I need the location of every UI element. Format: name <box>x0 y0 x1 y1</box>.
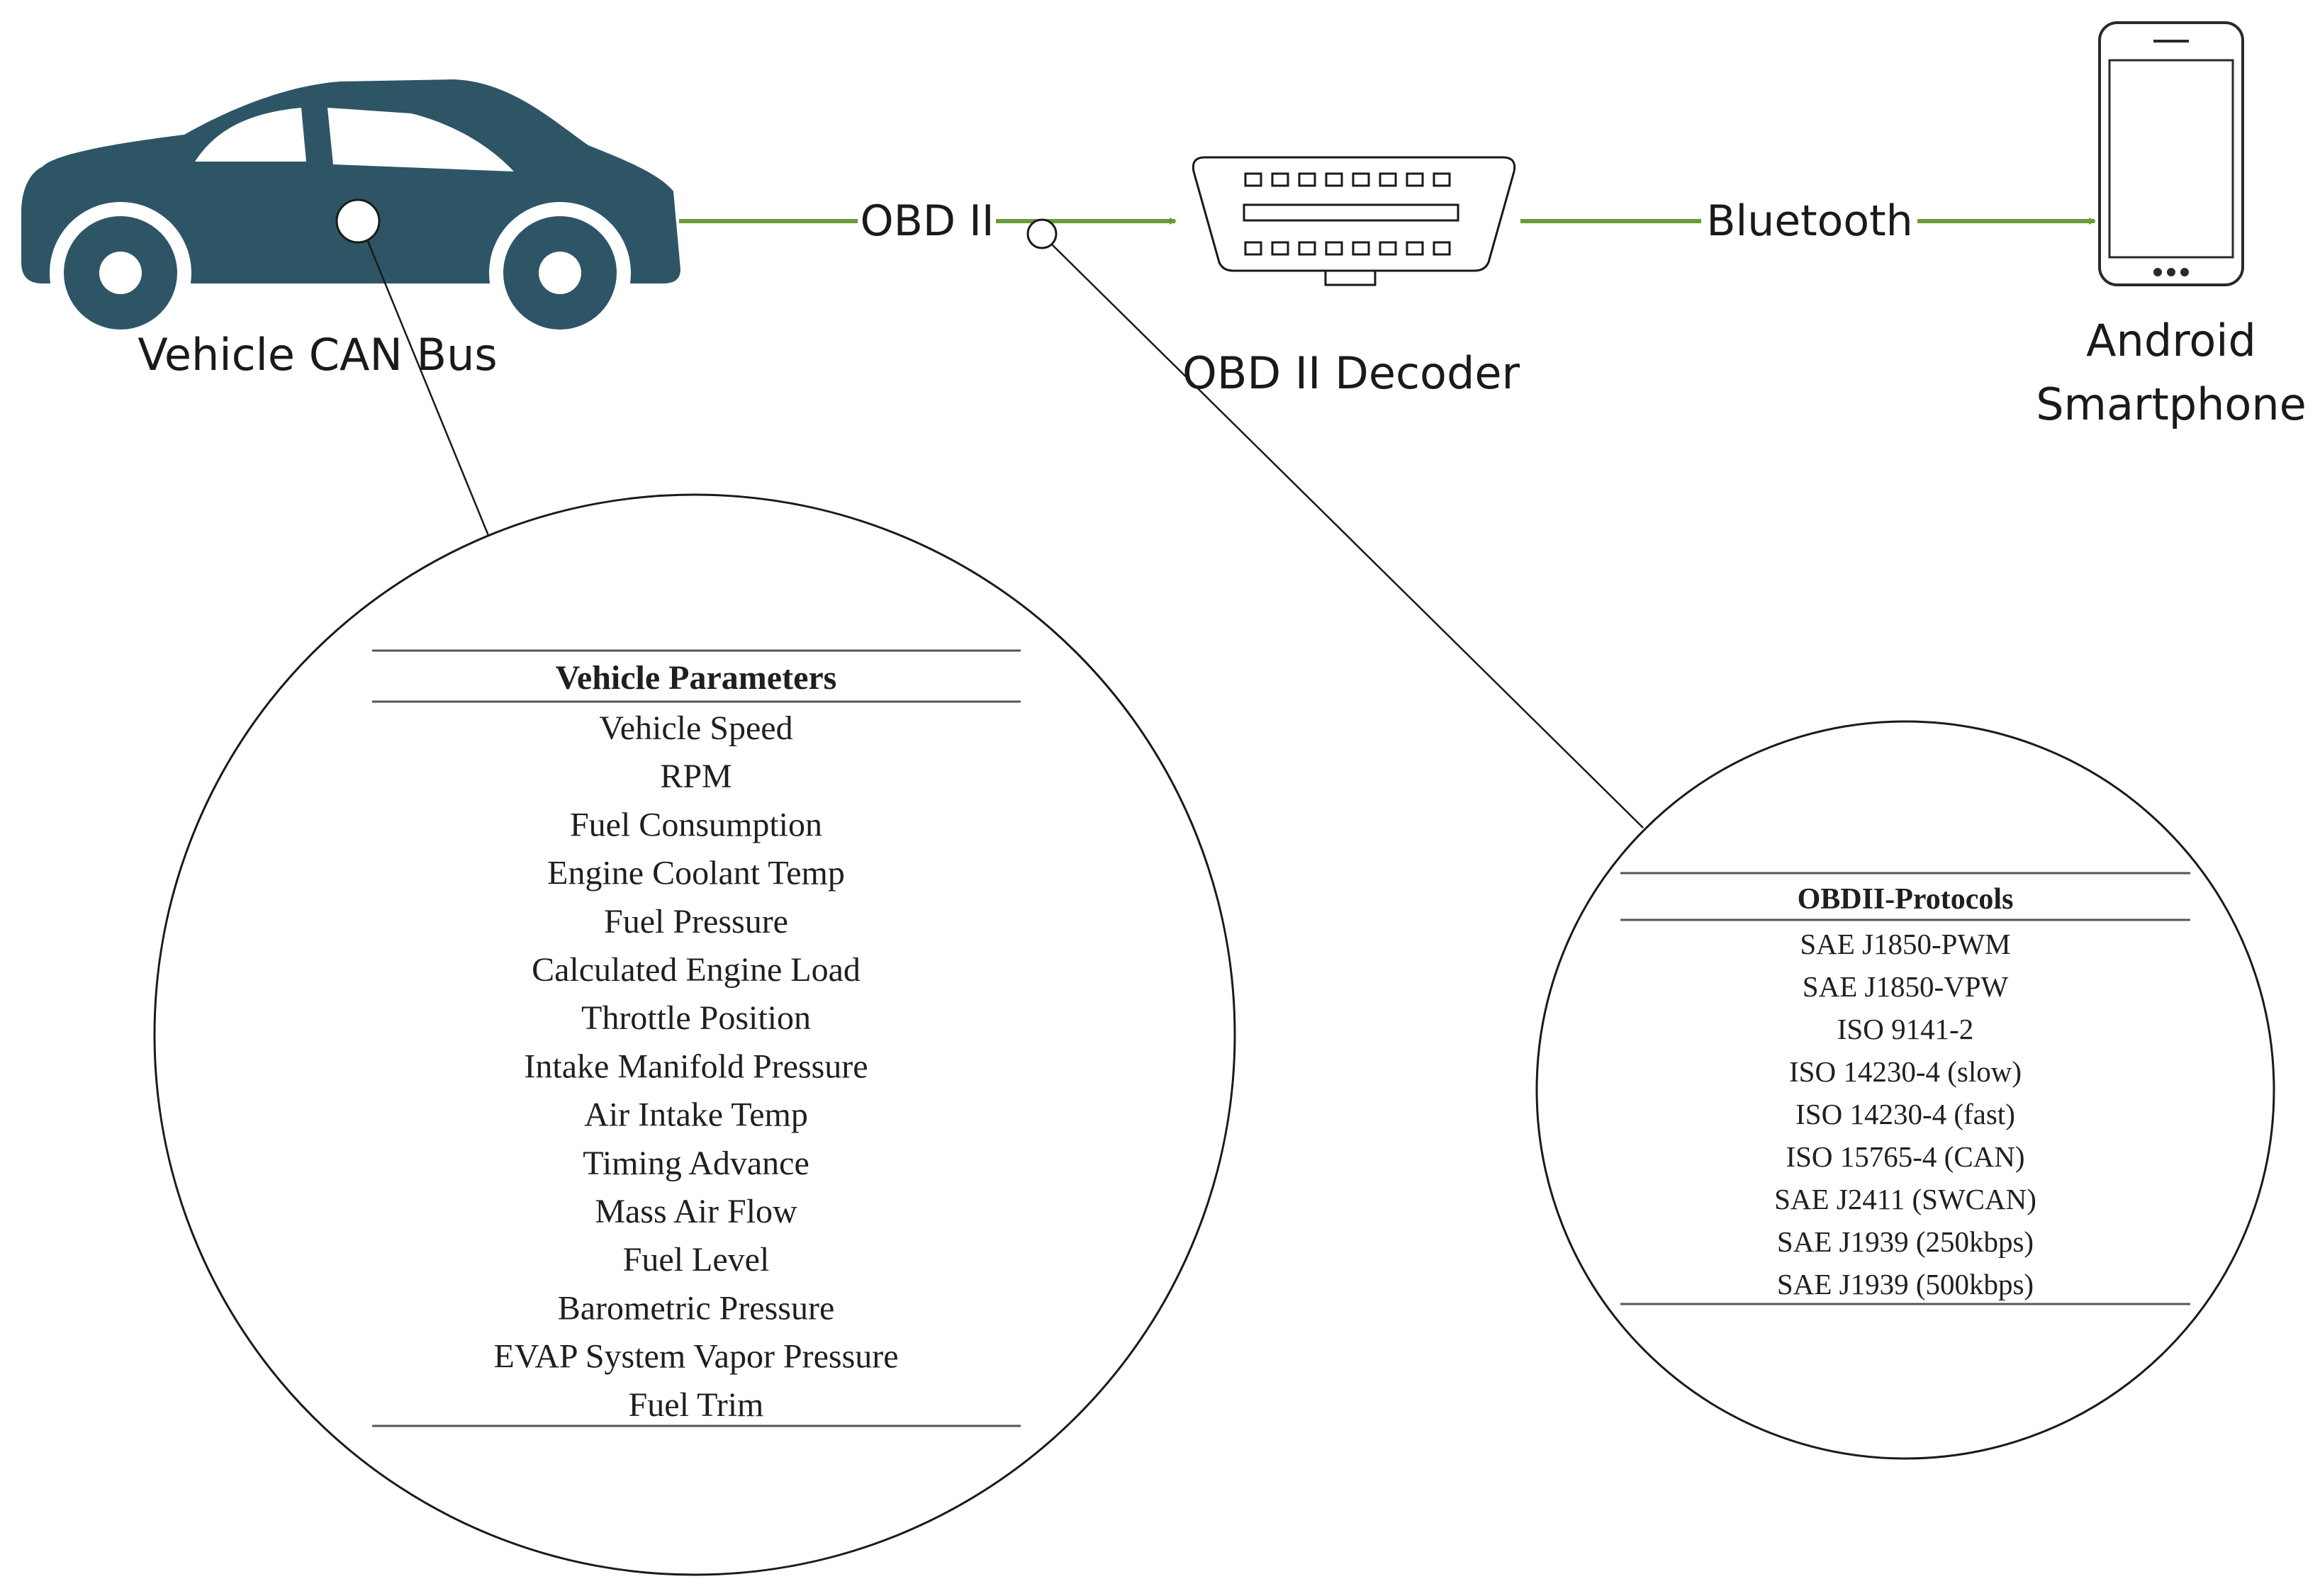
vehicle-parameter-item: Vehicle Speed <box>599 709 792 747</box>
vehicle-label: Vehicle CAN Bus <box>138 329 497 381</box>
obd-protocol-item: SAE J1939 (500kbps) <box>1777 1268 2034 1300</box>
obd-tap-node <box>1026 218 1058 249</box>
vehicle-parameter-item: Fuel Consumption <box>570 806 822 843</box>
connector-pin <box>1352 172 1370 187</box>
obd-protocol-item: ISO 14230-4 (slow) <box>1789 1055 2022 1088</box>
connector-pin <box>1379 172 1397 187</box>
vehicle-parameter-item: Calculated Engine Load <box>532 951 861 989</box>
obd-link-label: OBD II <box>860 196 994 246</box>
connector-pin <box>1271 172 1289 187</box>
connector-pin <box>1433 241 1451 256</box>
vehicle-parameter-item: RPM <box>660 758 732 795</box>
obd-protocol-item: SAE J1939 (250kbps) <box>1777 1225 2034 1258</box>
vehicle-parameter-item: Intake Manifold Pressure <box>524 1047 868 1085</box>
decoder-label: OBD II Decoder <box>1182 347 1520 399</box>
vehicle-parameter-item: Fuel Trim <box>629 1386 764 1424</box>
connector-pin <box>1406 241 1424 256</box>
obd-protocols-list: SAE J1850-PWM SAE J1850-VPW ISO 9141-2ISO … <box>1774 928 2036 1300</box>
obd-protocol-item: ISO 15765-4 (CAN) <box>1786 1140 2024 1173</box>
obd-protocol-item: SAE J1850-PWM <box>1800 928 2010 960</box>
connector-pin <box>1298 241 1316 256</box>
connector-pin <box>1406 172 1424 187</box>
vehicle-parameter-item: EVAP System Vapor Pressure <box>493 1338 898 1376</box>
obd-protocol-item: ISO 14230-4 (fast) <box>1795 1098 2015 1130</box>
vehicle-parameter-item: Barometric Pressure <box>558 1289 835 1327</box>
phone-label-line1: Android <box>2086 315 2256 366</box>
vehicle-parameter-item: Air Intake Temp <box>584 1096 808 1134</box>
obd-connector-icon <box>1192 156 1516 286</box>
phone-label-line2: Smartphone <box>2036 378 2307 430</box>
connector-pin <box>1298 172 1316 187</box>
obd-protocol-item: SAE J1850-VPW <box>1803 970 2009 1003</box>
obd-protocol-item: SAE J2411 (SWCAN) <box>1774 1183 2036 1215</box>
vehicle-callout-line <box>366 239 491 538</box>
bluetooth-label: Bluetooth <box>1706 196 1912 246</box>
obd-protocol-item: ISO 9141-2 <box>1837 1013 1973 1045</box>
connector-pin <box>1271 241 1289 256</box>
connector-pin <box>1325 241 1343 256</box>
obd-protocols-title: OBDII-Protocols <box>1798 883 2014 916</box>
smartphone-icon <box>2098 21 2244 286</box>
vehicle-parameter-item: Throttle Position <box>581 999 811 1037</box>
connector-pin <box>1379 241 1397 256</box>
connector-pin <box>1244 172 1262 187</box>
connector-pin <box>1244 241 1262 256</box>
vehicle-parameter-item: Fuel Pressure <box>604 903 788 940</box>
vehicle-parameter-item: Mass Air Flow <box>595 1193 797 1230</box>
car-icon <box>21 79 680 344</box>
connector-pin <box>1352 241 1370 256</box>
obd-protocols-callout: OBDII-Protocols SAE J1850-PWM SAE J1850-V… <box>1535 720 2275 1460</box>
vehicle-parameter-item: Timing Advance <box>583 1145 809 1182</box>
vehicle-parameter-item: Fuel Level <box>623 1241 770 1279</box>
protocol-callout-line <box>1051 244 1644 828</box>
connector-pin <box>1325 172 1343 187</box>
vehicle-parameter-item: Engine Coolant Temp <box>547 855 845 892</box>
vehicle-parameters-title: Vehicle Parameters <box>556 659 837 697</box>
connector-pin <box>1433 172 1451 187</box>
